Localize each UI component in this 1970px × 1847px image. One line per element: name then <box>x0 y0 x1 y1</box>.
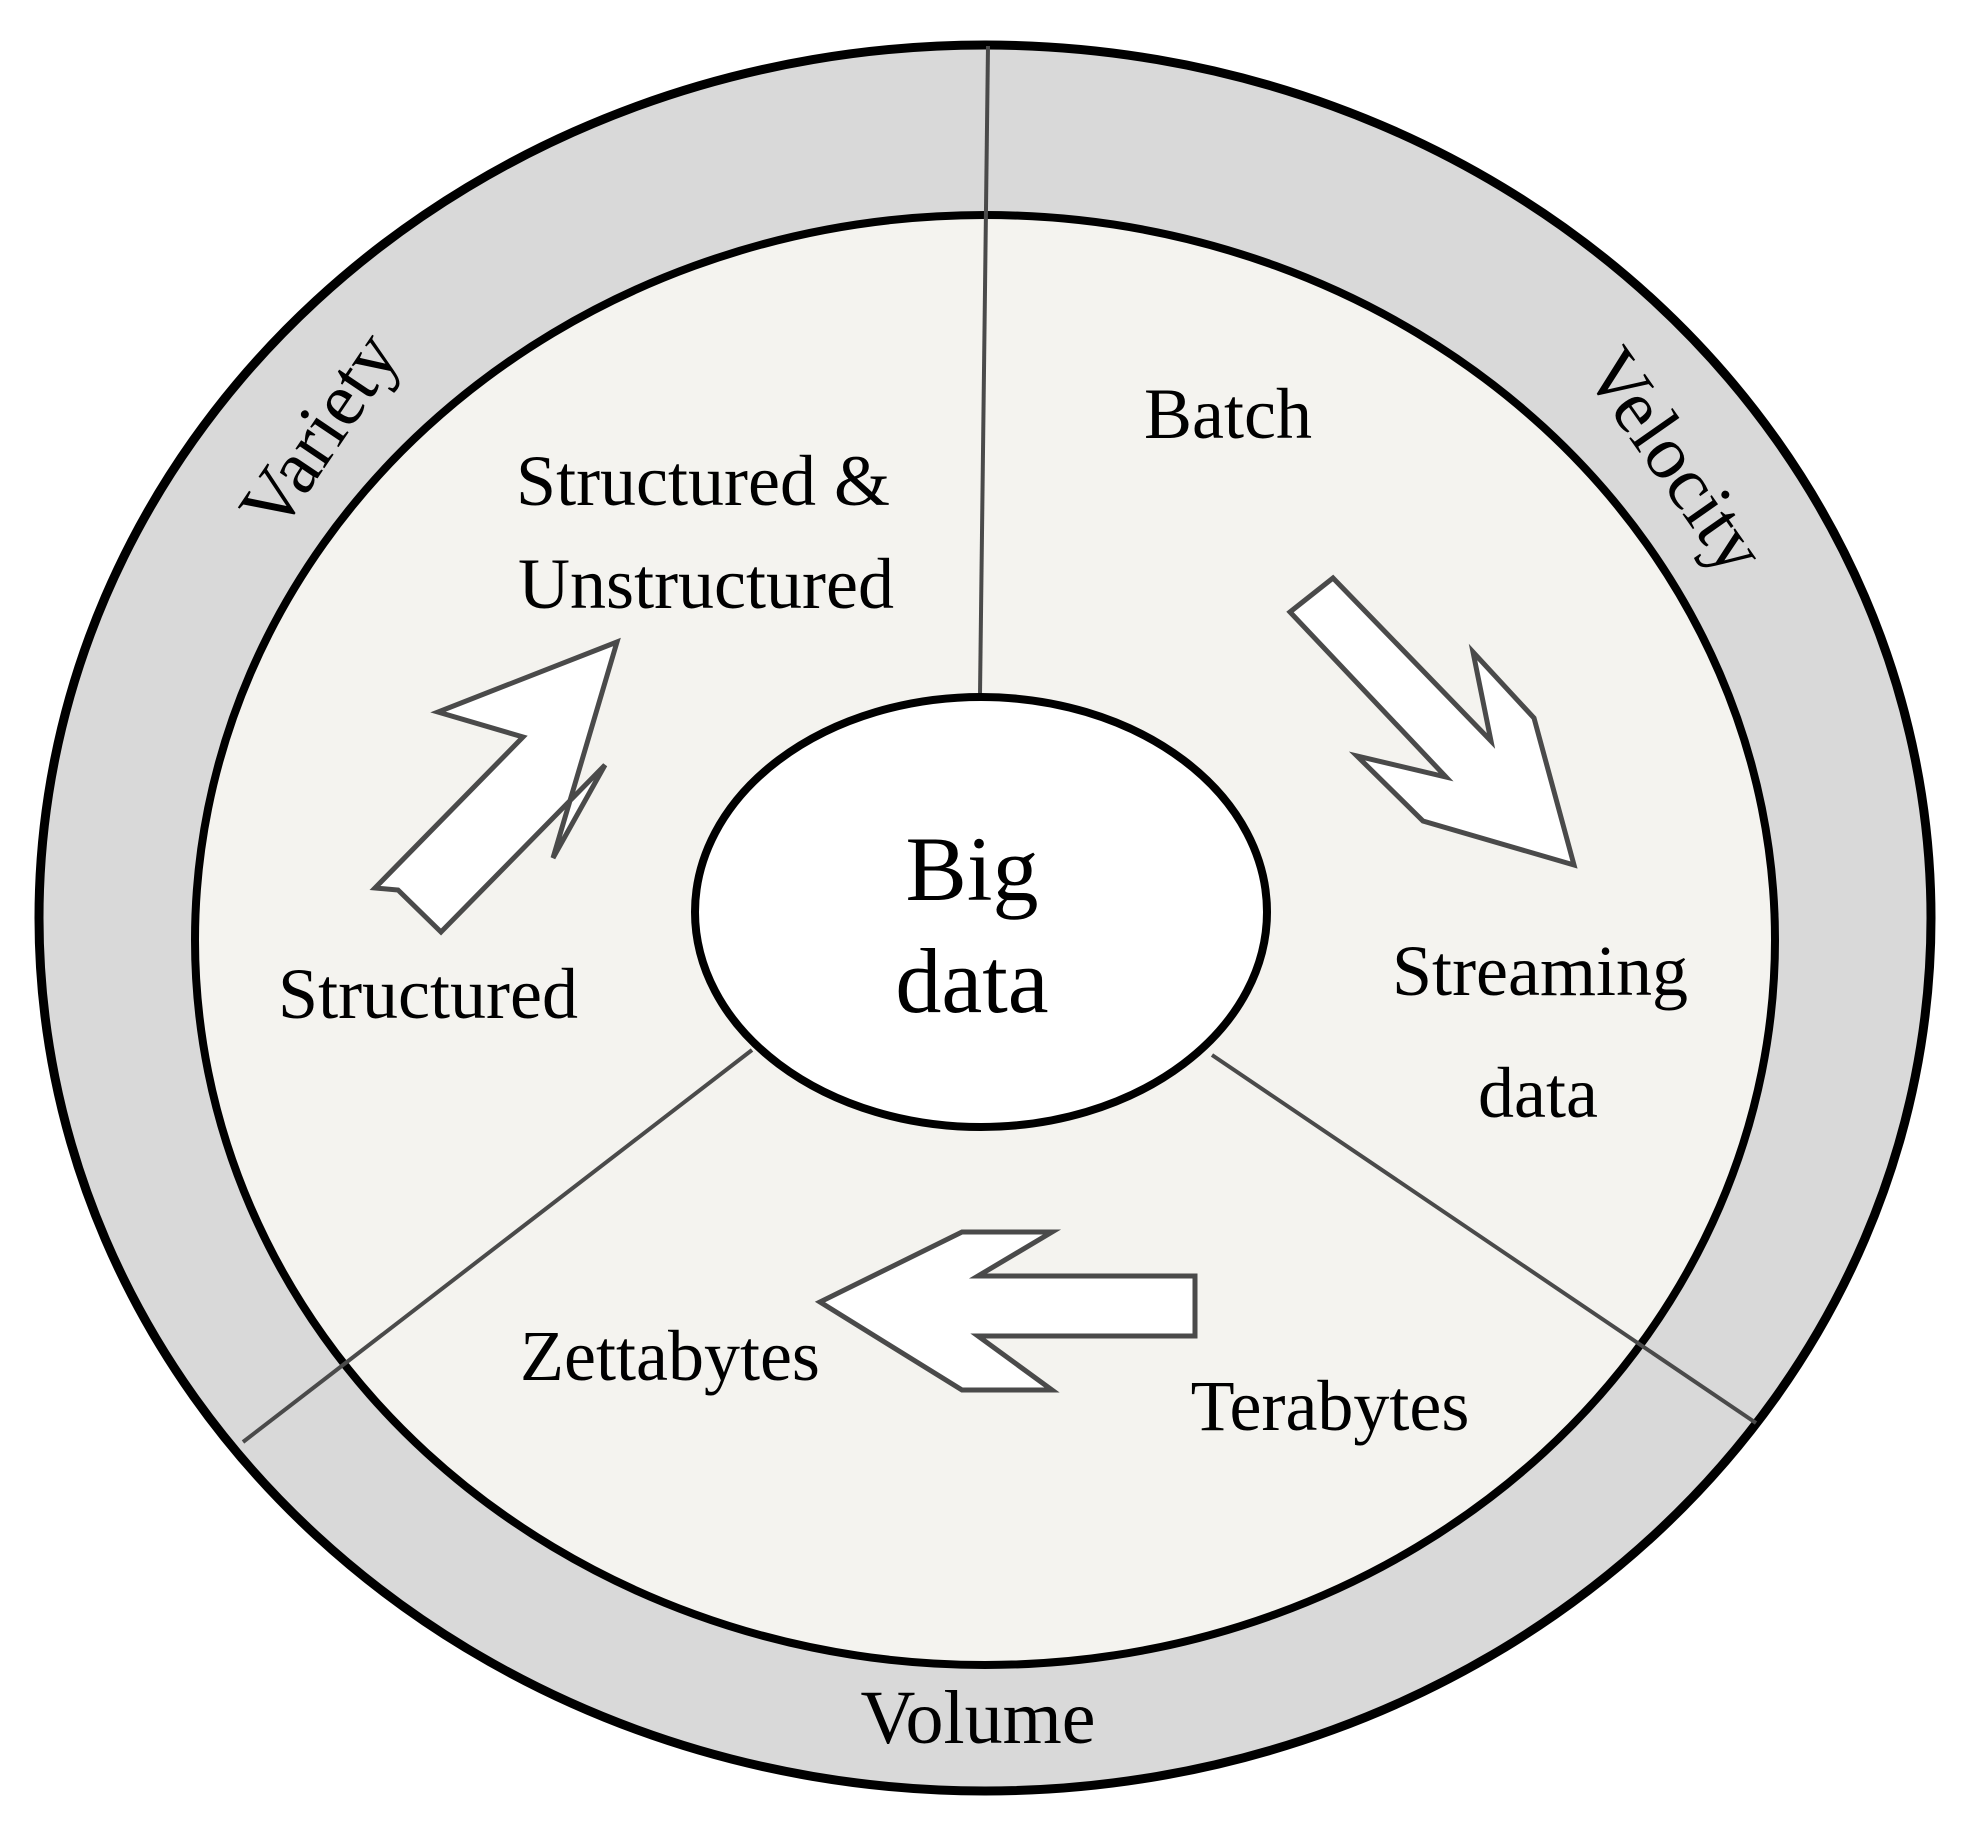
variety-from: Structured <box>278 954 578 1034</box>
divider-velocity-volume <box>1210 1053 1758 1425</box>
center-label-line1: Big <box>906 818 1039 920</box>
volume-from: Terabytes <box>1191 1366 1470 1446</box>
velocity-to-line2: data <box>1478 1053 1598 1133</box>
center-ellipse <box>691 693 1271 1131</box>
variety-to-line2: Unstructured <box>518 544 894 624</box>
variety-arrow-icon <box>369 637 621 936</box>
variety-to-line1: Structured & <box>516 441 890 521</box>
velocity-arrow-icon <box>1286 574 1578 869</box>
divider-variety-volume <box>241 1048 754 1444</box>
center-label-line2: data <box>895 930 1048 1032</box>
velocity-to-line1: Streaming <box>1392 931 1688 1011</box>
velocity-from: Batch <box>1144 374 1312 454</box>
volume-arrow-icon <box>814 1229 1198 1393</box>
divider-variety-velocity <box>978 45 990 696</box>
volume-to: Zettabytes <box>520 1316 820 1396</box>
ring-label-volume: Volume <box>860 1676 1095 1760</box>
